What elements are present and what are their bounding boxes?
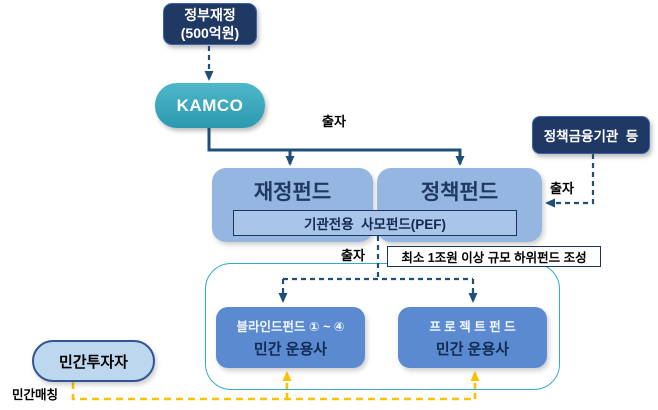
policy-finance-org-label: 정책금융기관 등 bbox=[543, 129, 639, 144]
sub-fund-note-label: 최소 1조원 이상 규모 하위펀드 조성 bbox=[401, 251, 587, 265]
kamco-node: KAMCO bbox=[155, 83, 265, 128]
government-finance-title: 정부재정 bbox=[184, 6, 236, 23]
label-invest-policy-org: 출자 bbox=[550, 181, 574, 196]
private-investor-label: 민간투자자 bbox=[58, 353, 128, 371]
policy-fund-label: 정책펀드 bbox=[420, 181, 499, 204]
label-private-matching: 민간매칭 bbox=[12, 388, 59, 402]
private-investor-node: 민간투자자 bbox=[32, 340, 155, 382]
project-fund-title: 프 로 젝 트 펀 드 bbox=[429, 320, 516, 334]
project-fund-manager: 민간 운용사 bbox=[435, 341, 510, 358]
edge-kamco-to-funds-trunk bbox=[207, 128, 465, 166]
policy-finance-org-box: 정책금융기관 등 bbox=[532, 116, 650, 154]
blind-fund-manager: 민간 운용사 bbox=[253, 341, 328, 358]
blind-fund-title: 블라인드펀드 ① ~ ④ bbox=[236, 320, 345, 334]
pef-bar: 기관전용 사모펀드(PEF) bbox=[233, 210, 517, 236]
project-fund-box: 프 로 젝 트 펀 드 민간 운용사 bbox=[398, 307, 547, 368]
pef-label: 기관전용 사모펀드(PEF) bbox=[303, 217, 447, 232]
sub-fund-note-box: 최소 1조원 이상 규모 하위펀드 조성 bbox=[387, 246, 601, 267]
label-invest-kamco: 출자 bbox=[322, 114, 346, 129]
government-finance-box: 정부재정 (500억원) bbox=[163, 3, 257, 45]
label-invest-sub-funds: 출자 bbox=[341, 248, 365, 263]
government-finance-amount: (500억원) bbox=[180, 25, 240, 41]
kamco-label: KAMCO bbox=[176, 95, 244, 115]
fiscal-fund-label: 재정펀드 bbox=[253, 181, 332, 204]
blind-fund-box: 블라인드펀드 ① ~ ④ 민간 운용사 bbox=[216, 307, 365, 368]
